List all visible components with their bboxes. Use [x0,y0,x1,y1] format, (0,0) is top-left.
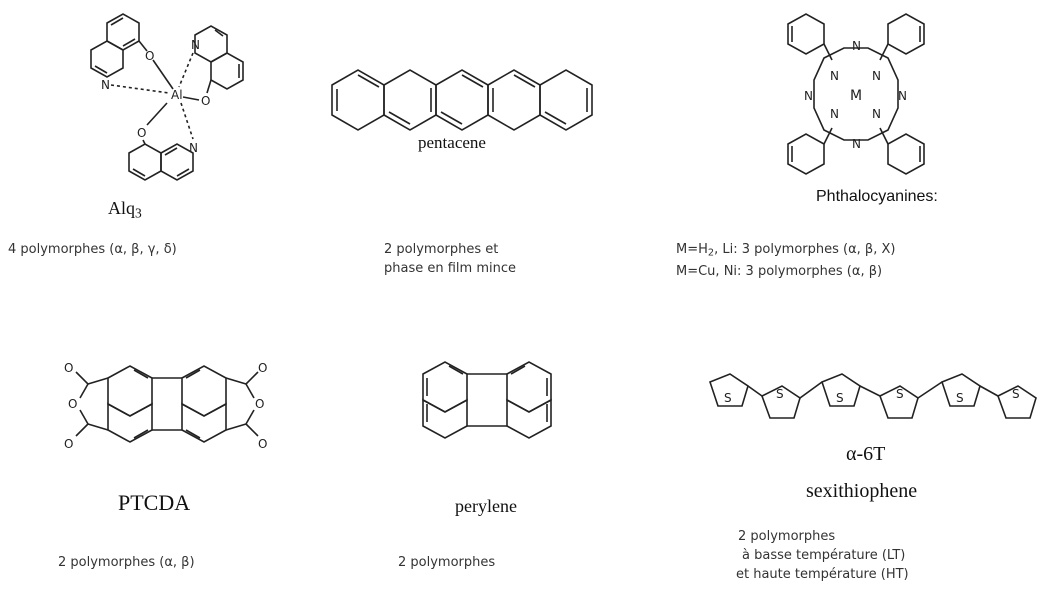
pentacene-caption-line-1: 2 polymorphes et [384,242,499,257]
alq3-atom-o1: O [145,49,154,63]
alq3-name-subscript: 3 [135,205,142,221]
alq3-caption: 4 polymorphes (α, β, γ, δ) [8,240,177,259]
alq3-caption-line: 4 polymorphes (α, β, γ, δ) [8,242,177,257]
6t-atom-s2: S [776,387,784,401]
6t-atom-s4: S [896,387,904,401]
alq3-atom-o3: O [137,126,146,140]
ptcda-atom-o-right-bot: O [258,437,267,451]
6t-atom-s1: S [724,391,732,405]
ptcda-atom-o-right-mid: O [255,397,264,411]
pc-atom-n-inner-right: N [872,69,881,83]
sexithiophene-name-2: sexithiophene [806,480,918,502]
sexithiophene-caption-line-2: à basse température (LT) [742,548,906,563]
ptcda-atom-o-left-mid: O [68,397,77,411]
ptcda-structure: O O O O O O [64,361,267,451]
phthalocyanine-structure: N N N N M N N N N [787,13,925,175]
perylene-name: perylene [455,496,517,516]
alq3-structure: O N Al N O O N [90,13,244,181]
alq3-name: Alq3 [108,198,142,221]
alq3-atom-al: Al [171,88,183,102]
pc-caption-suffix: , Li: 3 polymorphes (α, β, X) [714,242,896,257]
phthalocyanine-name: Phthalocyanines: [816,188,938,205]
pc-atom-n-inner-bottom-left: N [830,107,839,121]
phthalocyanine-caption-line-1: M=H2, Li: 3 polymorphes (α, β, X) [676,240,895,262]
pc-atom-n-inner-left: N [830,69,839,83]
pc-atom-n-right: N [898,89,907,103]
ptcda-caption: 2 polymorphes (α, β) [58,553,195,572]
pc-atom-n-left: N [804,89,813,103]
6t-atom-s3: S [836,391,844,405]
ptcda-atom-o-right-top: O [258,361,267,375]
pc-atom-n-inner-bottom-right: N [872,107,881,121]
phthalocyanine-caption-line-2: M=Cu, Ni: 3 polymorphes (α, β) [676,264,883,280]
perylene-caption: 2 polymorphes [398,553,495,572]
pentacene-caption-line-2: phase en film mince [384,261,516,276]
sexithiophene-caption-line-1: 2 polymorphes [738,529,836,544]
pc-atom-n-bottom: N [852,137,861,151]
ptcda-atom-o-left-top: O [64,361,73,375]
ptcda-name: PTCDA [118,490,191,515]
perylene-caption-line: 2 polymorphes [398,555,496,570]
perylene-structure [422,361,552,439]
alq3-atom-n1: N [101,78,110,92]
phthalocyanine-caption: M=H2, Li: 3 polymorphes (α, β, X) M=Cu, … [676,240,895,281]
pc-atom-m: M [850,88,862,104]
pentacene-name: pentacene [418,133,486,152]
alq3-atom-n2: N [191,38,200,52]
sexithiophene-caption: 2 polymorphes à basse température (LT) e… [736,527,909,584]
sexithiophene-name-1: α-6T [846,443,886,465]
pentacene-structure [331,69,593,131]
alq3-name-text: Alq [108,198,135,218]
6t-atom-s6: S [1012,387,1020,401]
6t-atom-s5: S [956,391,964,405]
alq3-atom-o2: O [201,94,210,108]
pentacene-caption: 2 polymorphes et phase en film mince [384,240,516,278]
sexithiophene-caption-line-3: et haute température (HT) [736,567,909,582]
pc-atom-n-top: N [852,39,861,53]
sexithiophene-structure: S S S S S S [709,373,1037,419]
pc-caption-subscript: 2 [707,247,715,259]
ptcda-atom-o-left-bot: O [64,437,73,451]
pc-caption-prefix: M=H [676,242,708,257]
alq3-atom-n3: N [189,141,198,155]
ptcda-caption-line: 2 polymorphes (α, β) [58,555,195,570]
